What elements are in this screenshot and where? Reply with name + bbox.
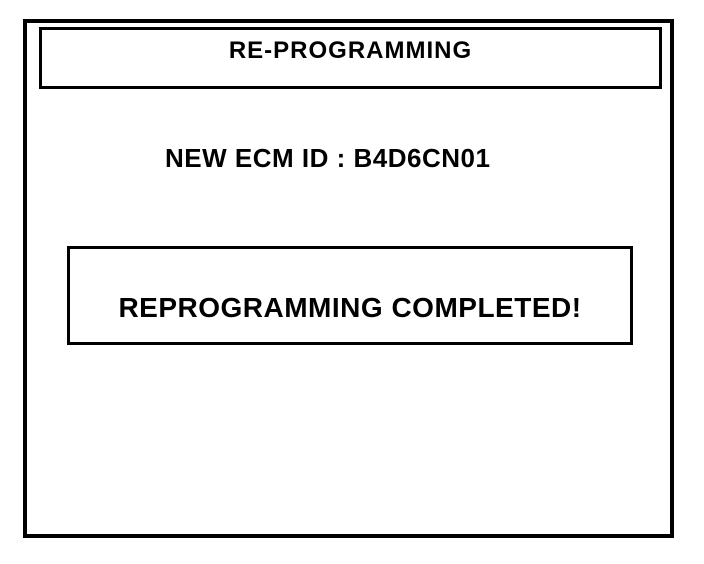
new-ecm-id-text: NEW ECM ID : B4D6CN01	[165, 143, 491, 173]
status-message: REPROGRAMMING COMPLETED!	[118, 292, 582, 323]
page-title: RE-PROGRAMMING	[228, 37, 473, 64]
title-bar: RE-PROGRAMMING	[39, 27, 662, 89]
status-message-box: REPROGRAMMING COMPLETED!	[67, 246, 633, 345]
reprogramming-screen-frame: RE-PROGRAMMING NEW ECM ID : B4D6CN01 REP…	[23, 19, 674, 538]
